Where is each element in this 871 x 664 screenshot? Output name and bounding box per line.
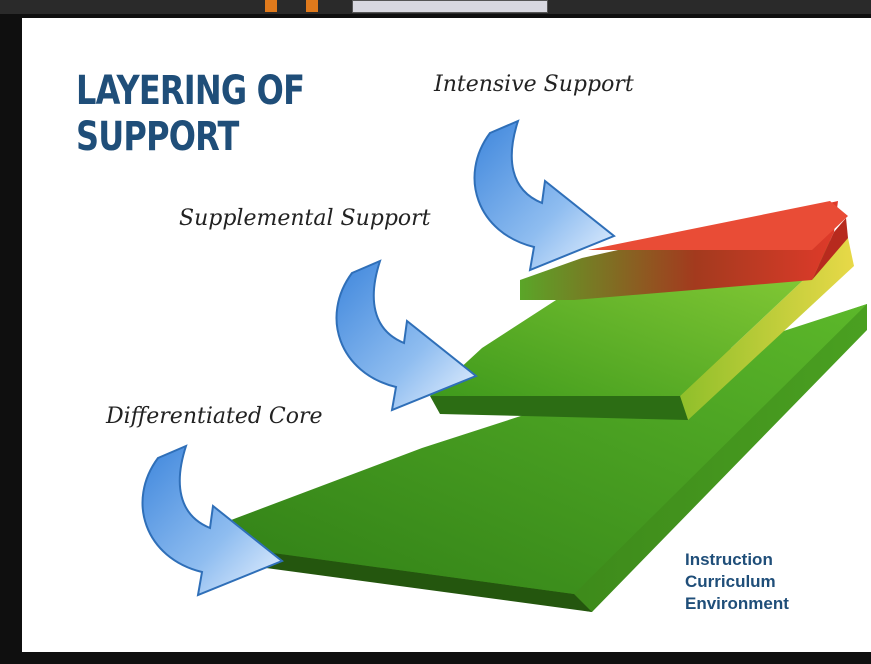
- orange-marker: [306, 0, 318, 12]
- title-line: SUPPORT: [76, 114, 239, 160]
- arrow-core-icon: [141, 444, 284, 597]
- factors-list: Instruction Curriculum Environment: [685, 549, 789, 615]
- orange-marker: [265, 0, 277, 12]
- intensive-layer: [520, 201, 848, 300]
- arrow-intensive-icon: [473, 119, 616, 272]
- layers-diagram: [141, 119, 867, 612]
- differentiated-core-label: Differentiated Core: [106, 404, 323, 429]
- thumbnail-strip: [352, 0, 548, 13]
- slide-title: LAYERING OF SUPPORT: [76, 68, 305, 160]
- intensive-support-label: Intensive Support: [434, 72, 634, 97]
- factor-item: Environment: [685, 594, 789, 613]
- factor-item: Curriculum: [685, 572, 776, 591]
- factor-item: Instruction: [685, 550, 773, 569]
- supplemental-support-label: Supplemental Support: [179, 206, 431, 231]
- slide: LAYERING OF SUPPORT Intensive Support Su…: [22, 18, 871, 652]
- arrow-supplemental-icon: [335, 259, 478, 412]
- title-line: LAYERING OF: [76, 68, 305, 114]
- video-top-bar: [0, 0, 871, 14]
